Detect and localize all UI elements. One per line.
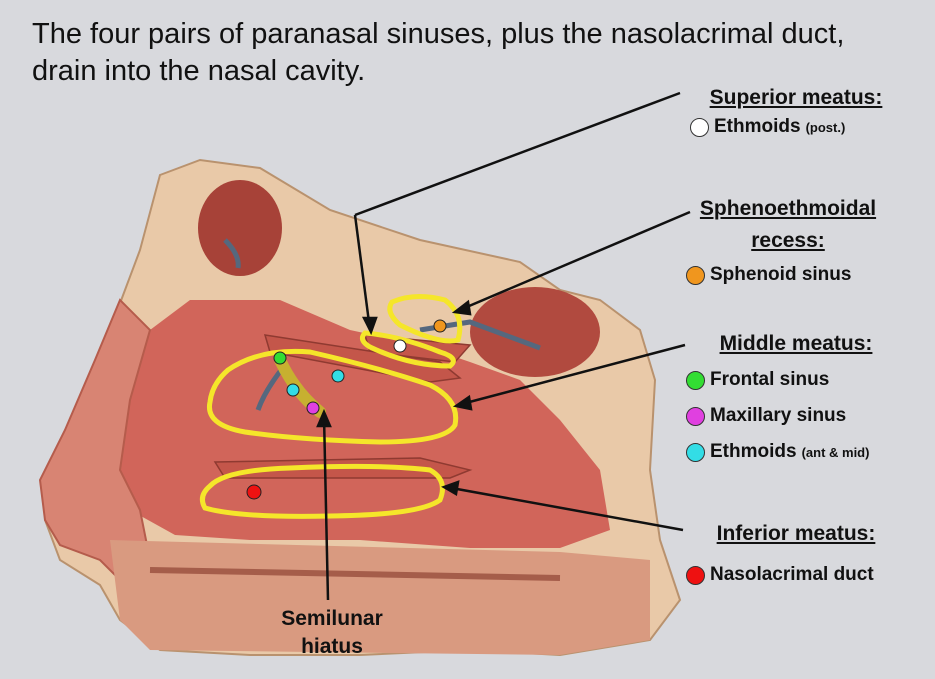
nasal-cavity-wall <box>110 300 610 548</box>
superior-item-note: (post.) <box>805 119 846 135</box>
magenta-dot-icon <box>686 406 705 426</box>
sphenoid-sinus-cavity <box>470 287 600 377</box>
middle-meatus-title: Middle meatus: <box>719 332 873 355</box>
middle-item-note: (ant & mid) <box>801 444 870 460</box>
leader-inferior <box>445 485 684 532</box>
inferior-meatus-title: Inferior meatus: <box>716 522 876 545</box>
middle-item-label: Ethmoids <box>710 441 797 462</box>
dot-nasolacrimal-duct <box>246 484 262 500</box>
middle-item-label: Frontal sinus <box>710 369 830 390</box>
leader-superior <box>354 91 681 217</box>
middle-item-frontal: Frontal sinus <box>686 369 829 391</box>
spheno-title-line2: recess: <box>751 229 825 252</box>
outline-sphenoethmoidal-recess <box>387 294 463 344</box>
dot-maxillary-sinus <box>306 401 320 415</box>
dot-sphenoid-sinus <box>433 319 447 333</box>
leader-spheno <box>454 210 691 314</box>
palate-region <box>110 540 650 655</box>
middle-concha <box>263 334 462 383</box>
inferior-item-label: Nasolacrimal duct <box>710 564 874 585</box>
white-dot-icon <box>690 117 709 137</box>
green-dot-icon <box>686 370 705 390</box>
outline-superior-meatus <box>359 330 456 369</box>
semilunar-line2: hiatus <box>301 635 363 658</box>
middle-item-ethmoids: Ethmoids (ant & mid) <box>686 441 869 463</box>
dot-ethmoids-ant-2 <box>331 369 345 383</box>
leader-semilunar <box>322 415 330 601</box>
middle-item-label: Maxillary sinus <box>710 405 847 426</box>
orange-dot-icon <box>686 265 705 285</box>
spheno-item-sphenoid: Sphenoid sinus <box>686 264 851 286</box>
cyan-dot-icon <box>686 442 705 462</box>
middle-item-maxillary: Maxillary sinus <box>686 405 846 427</box>
superior-meatus-title: Superior meatus: <box>709 86 883 109</box>
red-dot-icon <box>686 565 705 585</box>
semilunar-hiatus-label: Semilunar hiatus <box>262 605 402 661</box>
superior-item-ethmoids: Ethmoids (post.) <box>690 116 845 138</box>
spheno-title-line1: Sphenoethmoidal <box>699 197 877 220</box>
intro-text: The four pairs of paranasal sinuses, plu… <box>32 18 845 87</box>
inferior-item-nasolacrimal: Nasolacrimal duct <box>686 564 874 586</box>
dot-frontal-sinus <box>273 351 287 365</box>
frontal-sinus-cavity <box>198 180 282 276</box>
leader-middle <box>457 343 686 407</box>
external-nose <box>38 298 152 582</box>
semilunar-line1: Semilunar <box>281 607 383 630</box>
dot-ethmoids-ant-1 <box>286 383 300 397</box>
dot-ethmoids-post <box>393 339 407 353</box>
outline-inferior-meatus <box>199 463 445 519</box>
spheno-item-label: Sphenoid sinus <box>710 264 852 285</box>
outline-middle-meatus <box>206 348 459 445</box>
superior-item-label: Ethmoids <box>714 116 801 137</box>
